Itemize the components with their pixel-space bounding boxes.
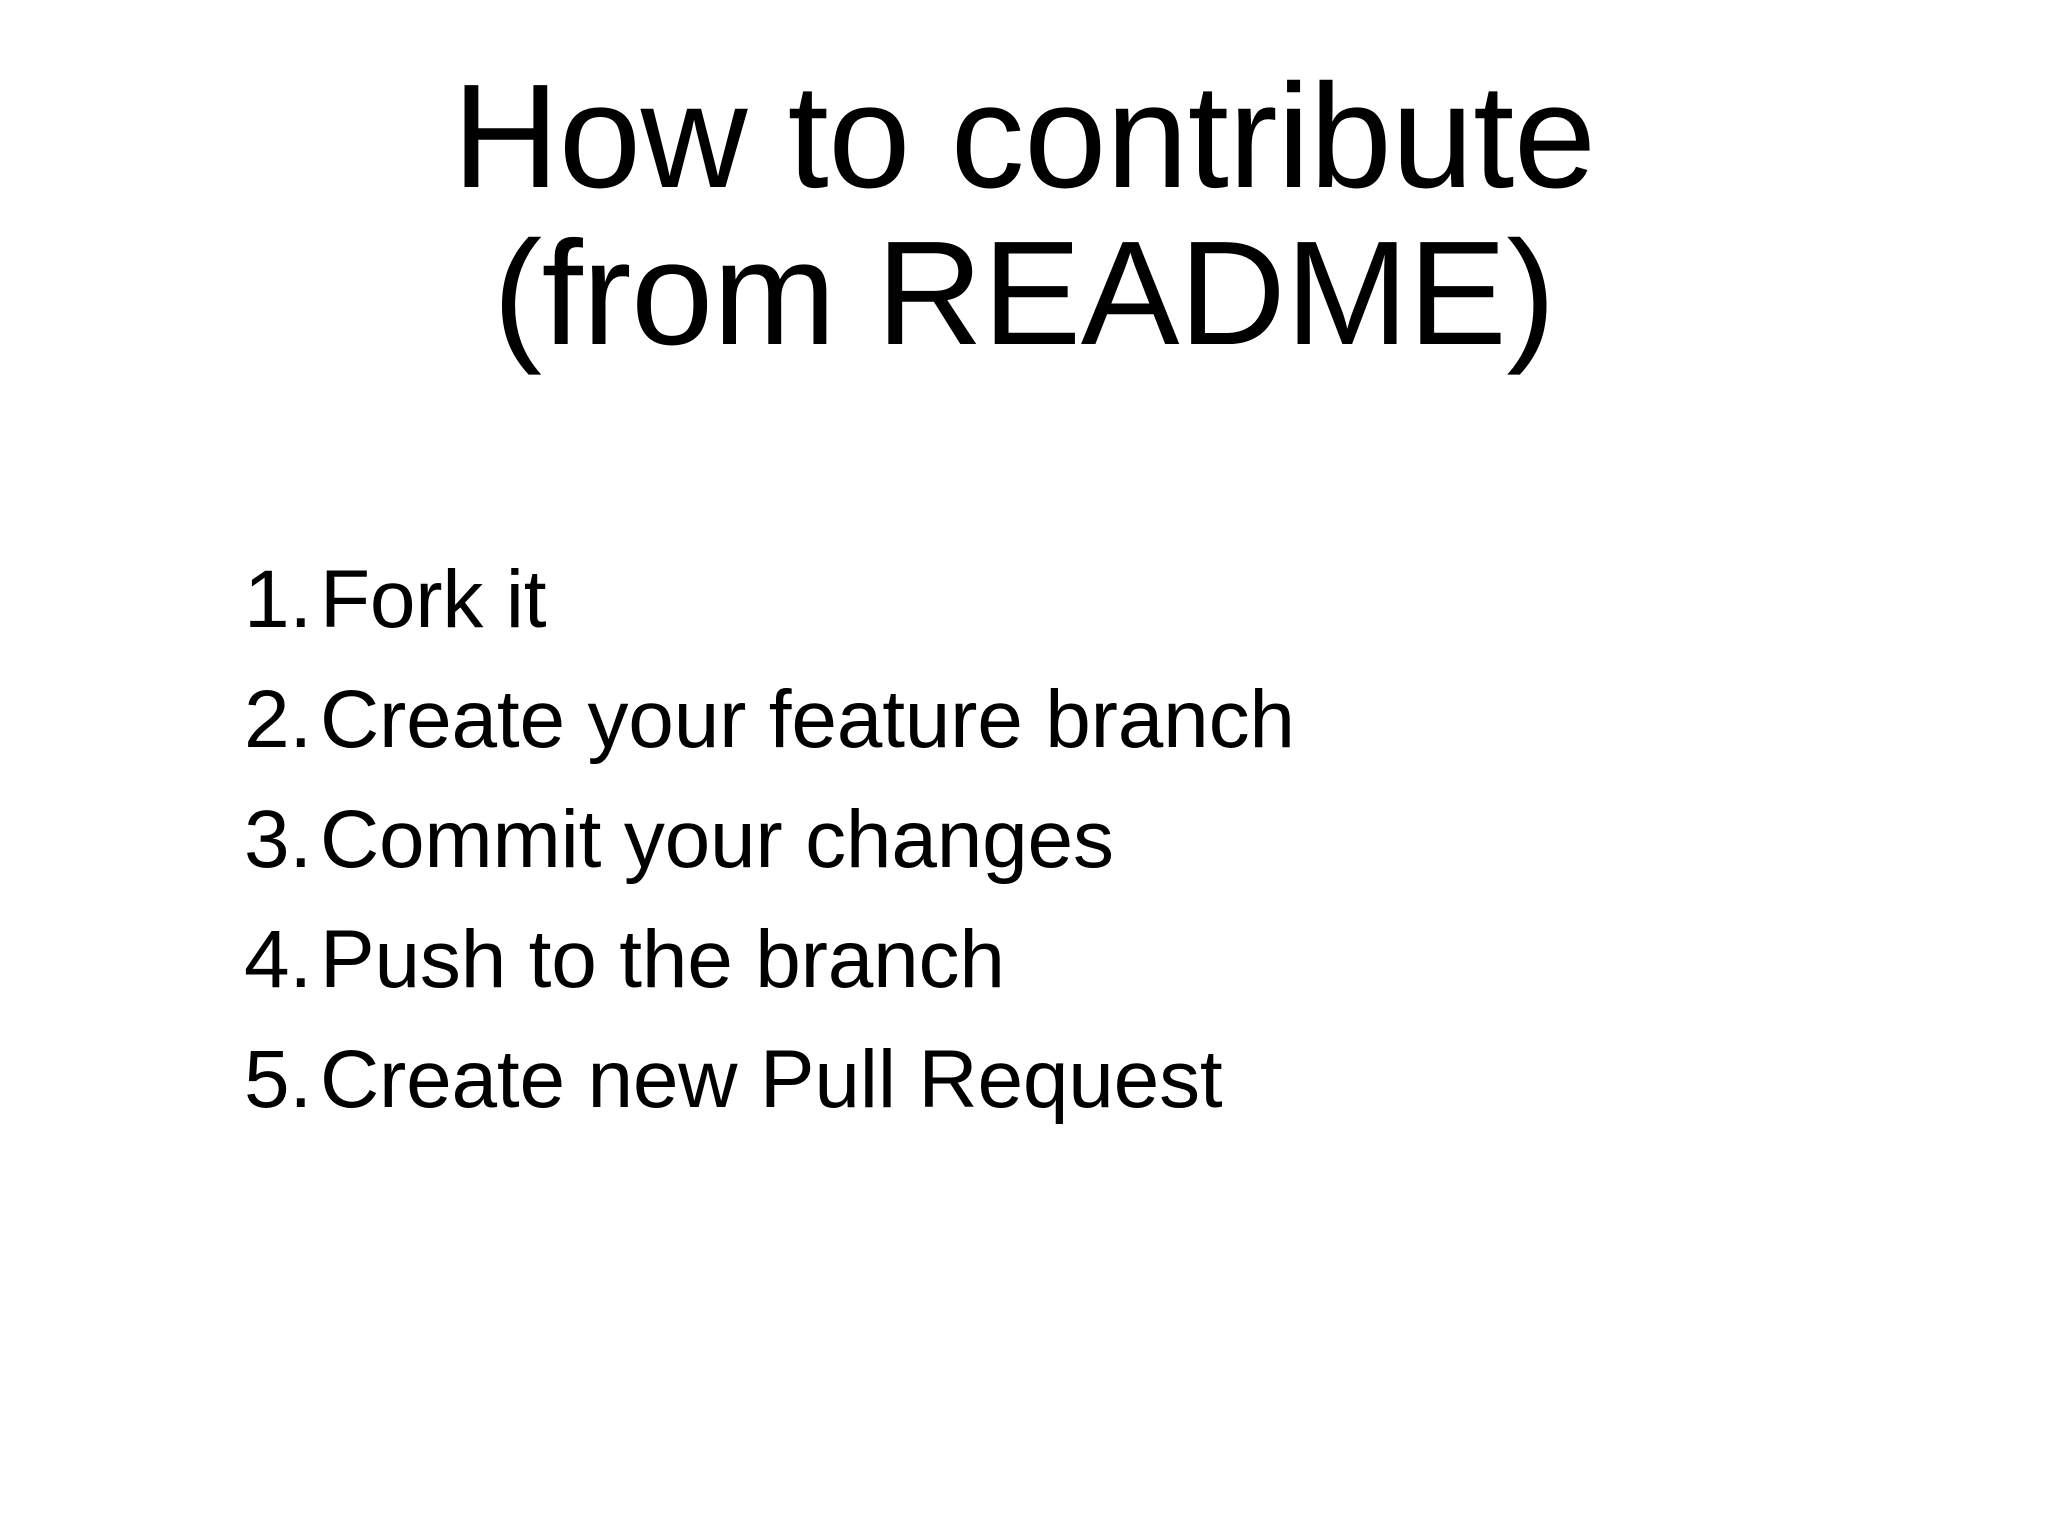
title-line-2: (from README)	[492, 210, 1556, 376]
list-item: 5. Create new Pull Request	[0, 1020, 2048, 1140]
list-item: 3. Commit your changes	[0, 780, 2048, 900]
list-item-label: Push to the branch	[320, 914, 1005, 1005]
list-item: 2. Create your feature branch	[0, 660, 2048, 780]
list-item-label: Create your feature branch	[320, 674, 1295, 765]
title-line-1: How to contribute	[452, 54, 1596, 219]
list-item-label: Create new Pull Request	[320, 1034, 1223, 1125]
list-item-marker: 4.	[244, 914, 312, 1005]
list-item-marker: 2.	[244, 674, 312, 765]
slide-title: How to contribute (from README)	[0, 54, 2048, 376]
list-item-label: Commit your changes	[320, 794, 1114, 885]
list-item: 1. Fork it	[0, 540, 2048, 660]
list-item-marker: 3.	[244, 794, 312, 885]
list-item-label: Fork it	[320, 554, 547, 645]
list-item-marker: 1.	[244, 554, 312, 645]
contribution-steps-list: 1. Fork it 2. Create your feature branch…	[0, 540, 2048, 1140]
list-item-marker: 5.	[244, 1034, 312, 1125]
list-item: 4. Push to the branch	[0, 900, 2048, 1020]
